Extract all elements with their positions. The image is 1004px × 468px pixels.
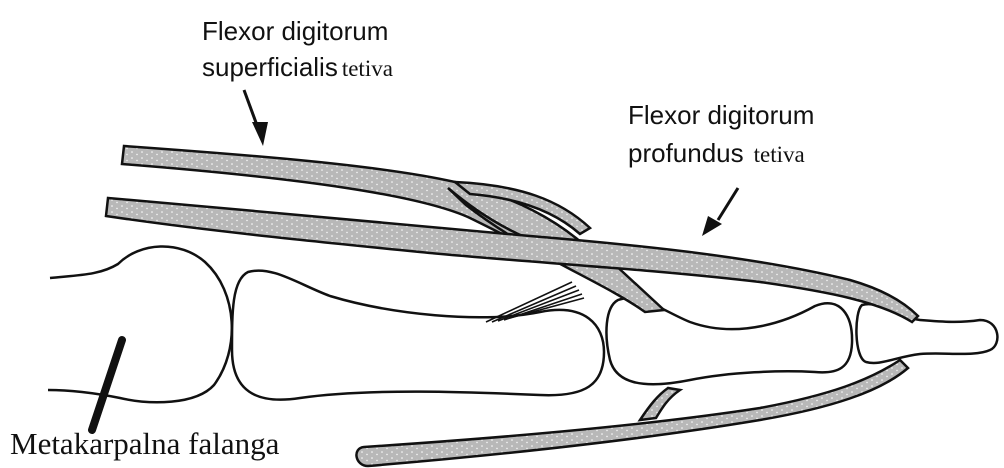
lower-branch [640,388,680,420]
fdp-pointer-arrow [702,188,738,236]
fds-label-main: superficialis [202,52,338,82]
metacarpal-bone [48,246,232,402]
distal-phalanx [856,304,997,363]
fdp-label-main: profundus [628,138,744,168]
fds-pointer-arrow [244,90,268,146]
fds-label-line1: Flexor digitorum [202,16,388,47]
fds-label-line2: superficialis tetiva [202,52,393,83]
fdp-label-suffix: tetiva [754,142,805,167]
proximal-phalanx [232,271,604,400]
fds-label-suffix: tetiva [342,56,393,81]
fdp-label-line1: Flexor digitorum [628,100,814,131]
fdp-label-line2: profundus tetiva [628,138,805,169]
metacarpal-label: Metakarpalna falanga [10,425,279,462]
